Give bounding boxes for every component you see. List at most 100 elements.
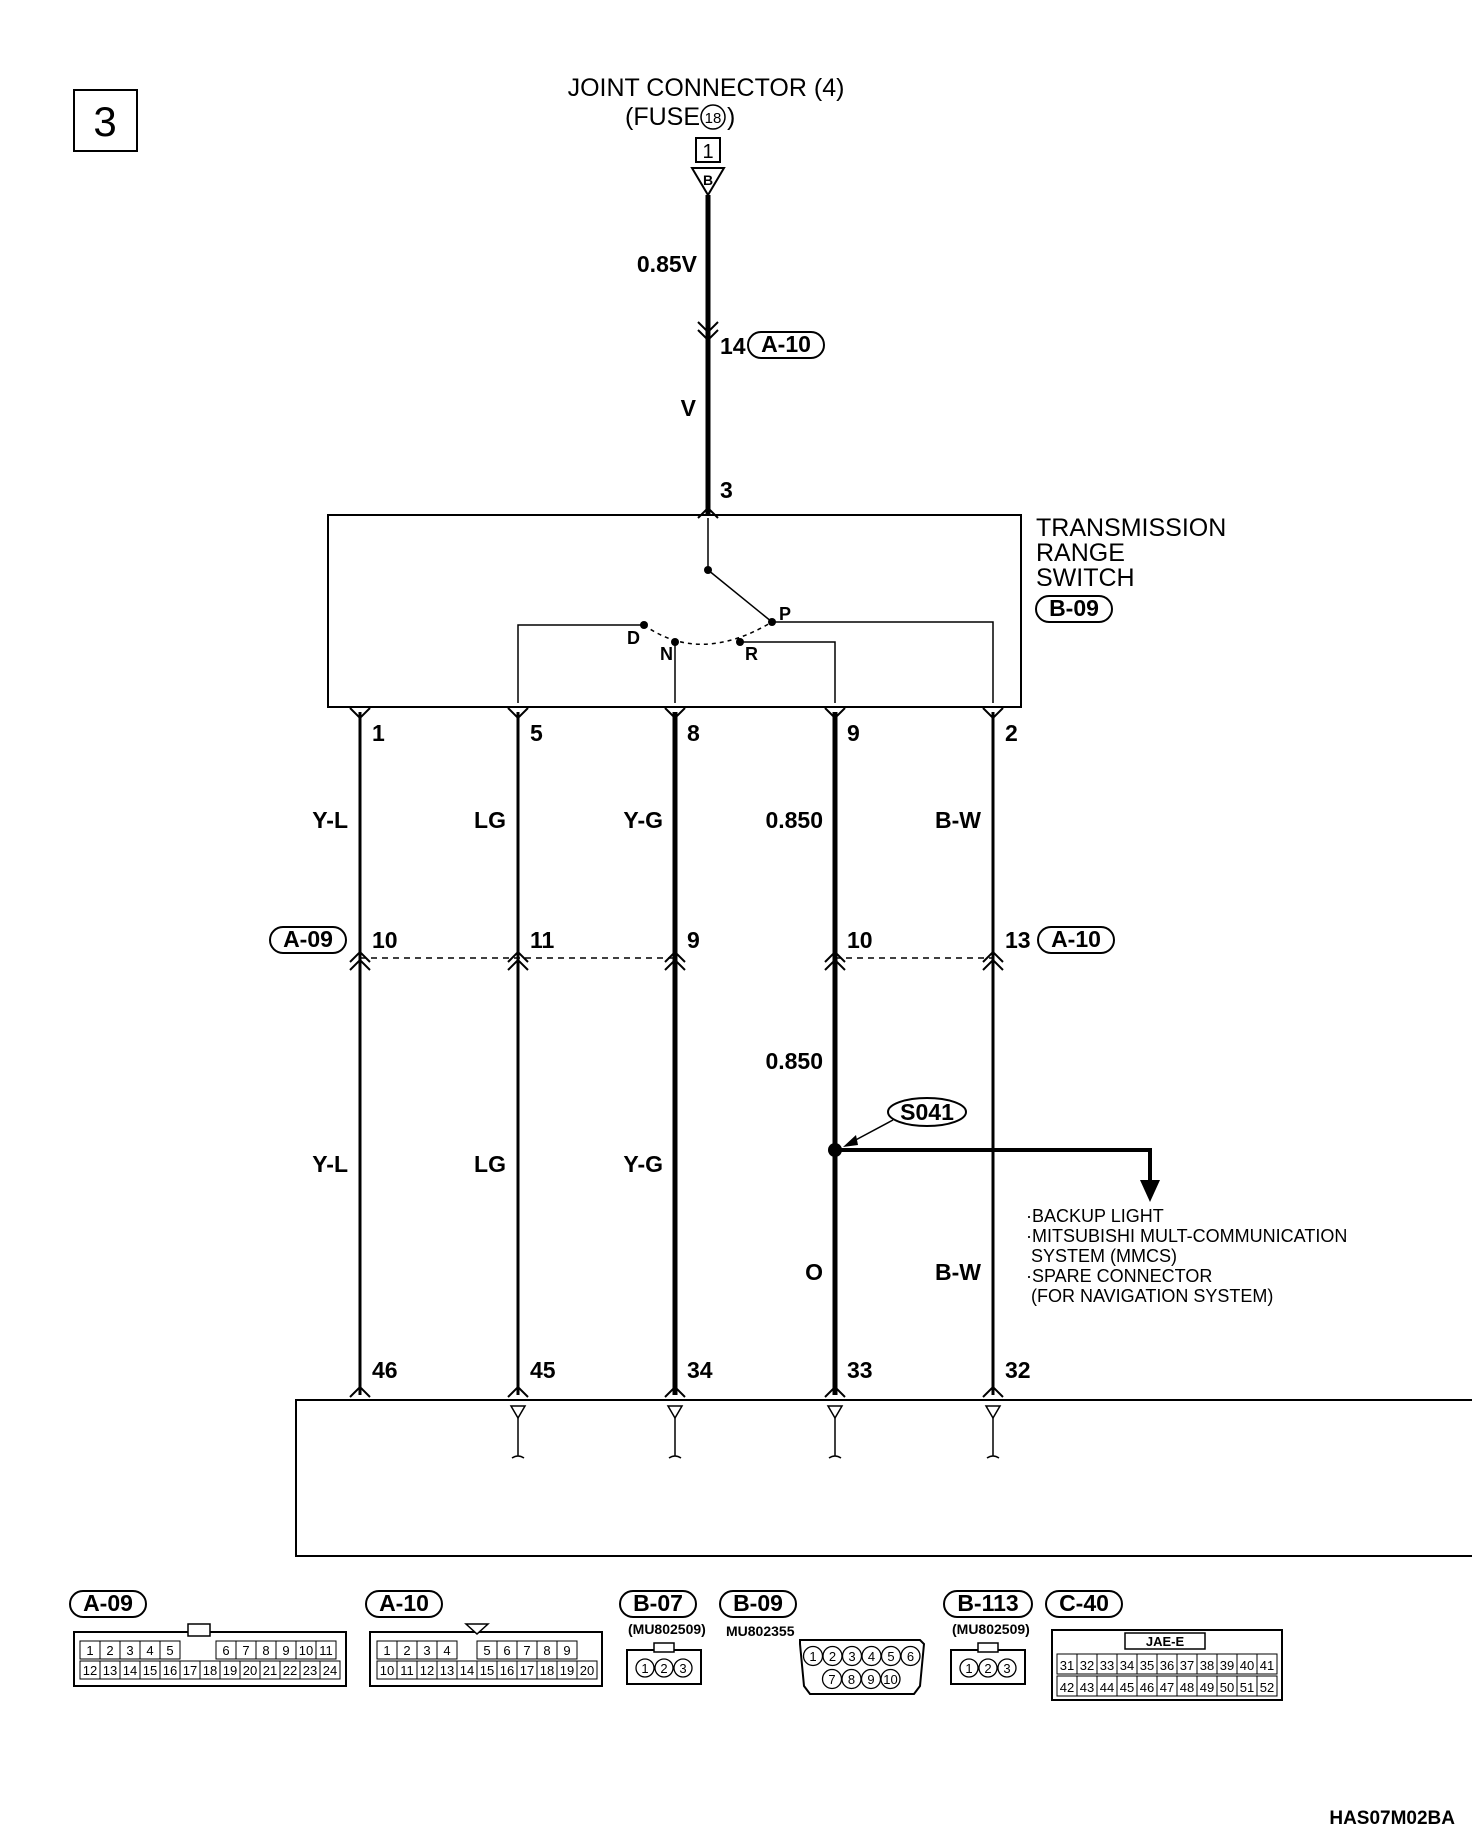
splice-leader [849,1119,894,1144]
splice-branch-arrow [1140,1180,1160,1202]
legend-b113-code-box [943,1590,1033,1618]
legend-b09-code: B-09 [733,1590,783,1616]
legend-a10-pin-label: 14 [460,1663,474,1678]
wire-8-bottom-pin: 34 [687,1357,713,1383]
wire-8-color-lower: Y-G [623,1151,663,1177]
fuse-number-circle [700,104,726,130]
wire-5-junction-pin: 11 [530,927,555,953]
wire-1-junction-pin: 10 [372,927,398,953]
legend-b09-pin-label: 9 [867,1672,874,1687]
ground-code: B [703,172,713,188]
legend-c40-code-box [1045,1590,1123,1618]
legend-a10-pin-label: 7 [523,1643,530,1658]
splice-code-ellipse [887,1097,967,1127]
wire-2-junction-pin: 13 [1005,927,1031,953]
legend-a09-pin-cell [315,1640,337,1660]
legend-a09-pin-cell [159,1640,181,1660]
wire-5-color-lower: LG [474,1151,506,1177]
legend-a09-pin-label: 8 [262,1643,269,1658]
internal-p-wire [772,621,994,703]
wire-2-color-upper: B-W [935,807,981,833]
wire-5-color-upper: LG [474,807,506,833]
wire-v-label: V [681,395,697,421]
legend-a10-lock [464,1623,490,1636]
legend-b09-part: MU802355 [726,1623,795,1639]
wire-1-color-upper: Y-L [312,807,348,833]
legend-a10-pin-label: 17 [520,1663,534,1678]
legend-a10-pin-cell [556,1640,578,1660]
legend-a10-pin-cell [576,1660,598,1680]
destination-4: ·SPARE CONNECTOR [1026,1266,1212,1286]
legend-b07-pin-label: 1 [641,1661,648,1676]
legend-a09-pin-label: 11 [319,1643,333,1658]
legend-b09-pin-label: 5 [887,1649,894,1664]
legend-a10-pin-label: 5 [483,1643,490,1658]
legend-a09-pin-label: 21 [263,1663,277,1678]
ground-triangle [690,167,726,197]
legend-a09-lock [187,1623,211,1637]
legend-a09-pin-label: 5 [166,1643,173,1658]
legend-b09-shell [799,1639,926,1695]
legend-a10-pin-label: 8 [543,1643,550,1658]
transmission-range-switch: P D N R TRANSMISSION RANGE SWITCH B-09 [327,514,1226,708]
figure-id: HAS07M02BA [1329,1808,1455,1829]
legend-c40-pin-label: 47 [1160,1680,1174,1695]
switch-wiper [707,569,773,623]
legend-a09-pin-label: 10 [299,1643,313,1658]
legend-c40-frame [1051,1629,1283,1701]
legend-a09-pin-label: 22 [283,1663,297,1678]
switch-name-1: TRANSMISSION [1036,514,1226,542]
legend-b113-pin-label: 1 [965,1661,972,1676]
legend-b113-pin-label: 3 [1003,1661,1010,1676]
legend-b09-pin-label: 1 [809,1649,816,1664]
legend-c40-pin-label: 36 [1160,1658,1174,1673]
legend-a09-pin-label: 1 [86,1643,93,1658]
legend-b113-pin-label: 2 [984,1661,991,1676]
legend-a10-pin-label: 9 [563,1643,570,1658]
legend-c40-pin-label: 45 [1120,1680,1134,1695]
legend-a09-pin-label: 20 [243,1663,257,1678]
junction-right-code: A-10 [1051,926,1101,952]
junction-right-code-box [1037,926,1115,954]
legend-a10-pin-label: 4 [443,1643,450,1658]
legend-c40-pin-label: 42 [1060,1680,1074,1695]
splice-code: S041 [900,1099,954,1125]
legend-b09-pin-label: 10 [883,1672,897,1687]
legend-a09-code: A-09 [83,1590,133,1616]
legend-b09-pin-label: 3 [848,1649,855,1664]
destination-2: ·MITSUBISHI MULT-COMMUNICATION [1026,1226,1347,1246]
legend-c40-pin-label: 40 [1240,1658,1254,1673]
legend-a09-pin-label: 7 [242,1643,249,1658]
wire-2-bottom-pin: 32 [1005,1357,1031,1383]
lower-module-body [295,1399,1472,1557]
legend-b113-lock [977,1642,999,1653]
legend-a09-pin-label: 18 [203,1663,217,1678]
legend-c40-pin-label: 34 [1120,1658,1134,1673]
wire-1-bottom-pin: 46 [372,1357,398,1383]
internal-d-wire [517,624,644,703]
legend-c40-code: C-40 [1059,1590,1109,1616]
wire-9-bottom-pin: 33 [847,1357,873,1383]
legend-a09-pin-label: 3 [126,1643,133,1658]
legend-c40-pin-label: 50 [1220,1680,1234,1695]
legend-b09-pin [880,1668,901,1690]
splice-leader-arrow [843,1135,858,1147]
wire-9-color-lower: O [805,1259,823,1285]
legend-c40-pin-label: 43 [1080,1680,1094,1695]
junction-left-code: A-09 [283,926,333,952]
wire-9-color-upper: 0.850 [765,807,823,833]
fuse-number: 18 [705,110,722,127]
source-terminal-box [695,137,721,163]
legend-a10-pin-label: 16 [500,1663,514,1678]
legend-a10-pin-label: 20 [580,1663,594,1678]
legend-c40-header: JAE-E [1146,1634,1185,1649]
legend-a10-pin-label: 2 [403,1643,410,1658]
legend-b113-pin [978,1658,998,1678]
legend-a10-code: A-10 [379,1590,429,1616]
destination-3: SYSTEM (MMCS) [1026,1246,1177,1266]
legend-a10-pin-label: 18 [540,1663,554,1678]
wire-9-junction-pin: 10 [847,927,873,953]
upper-connector-code: A-10 [761,331,811,357]
